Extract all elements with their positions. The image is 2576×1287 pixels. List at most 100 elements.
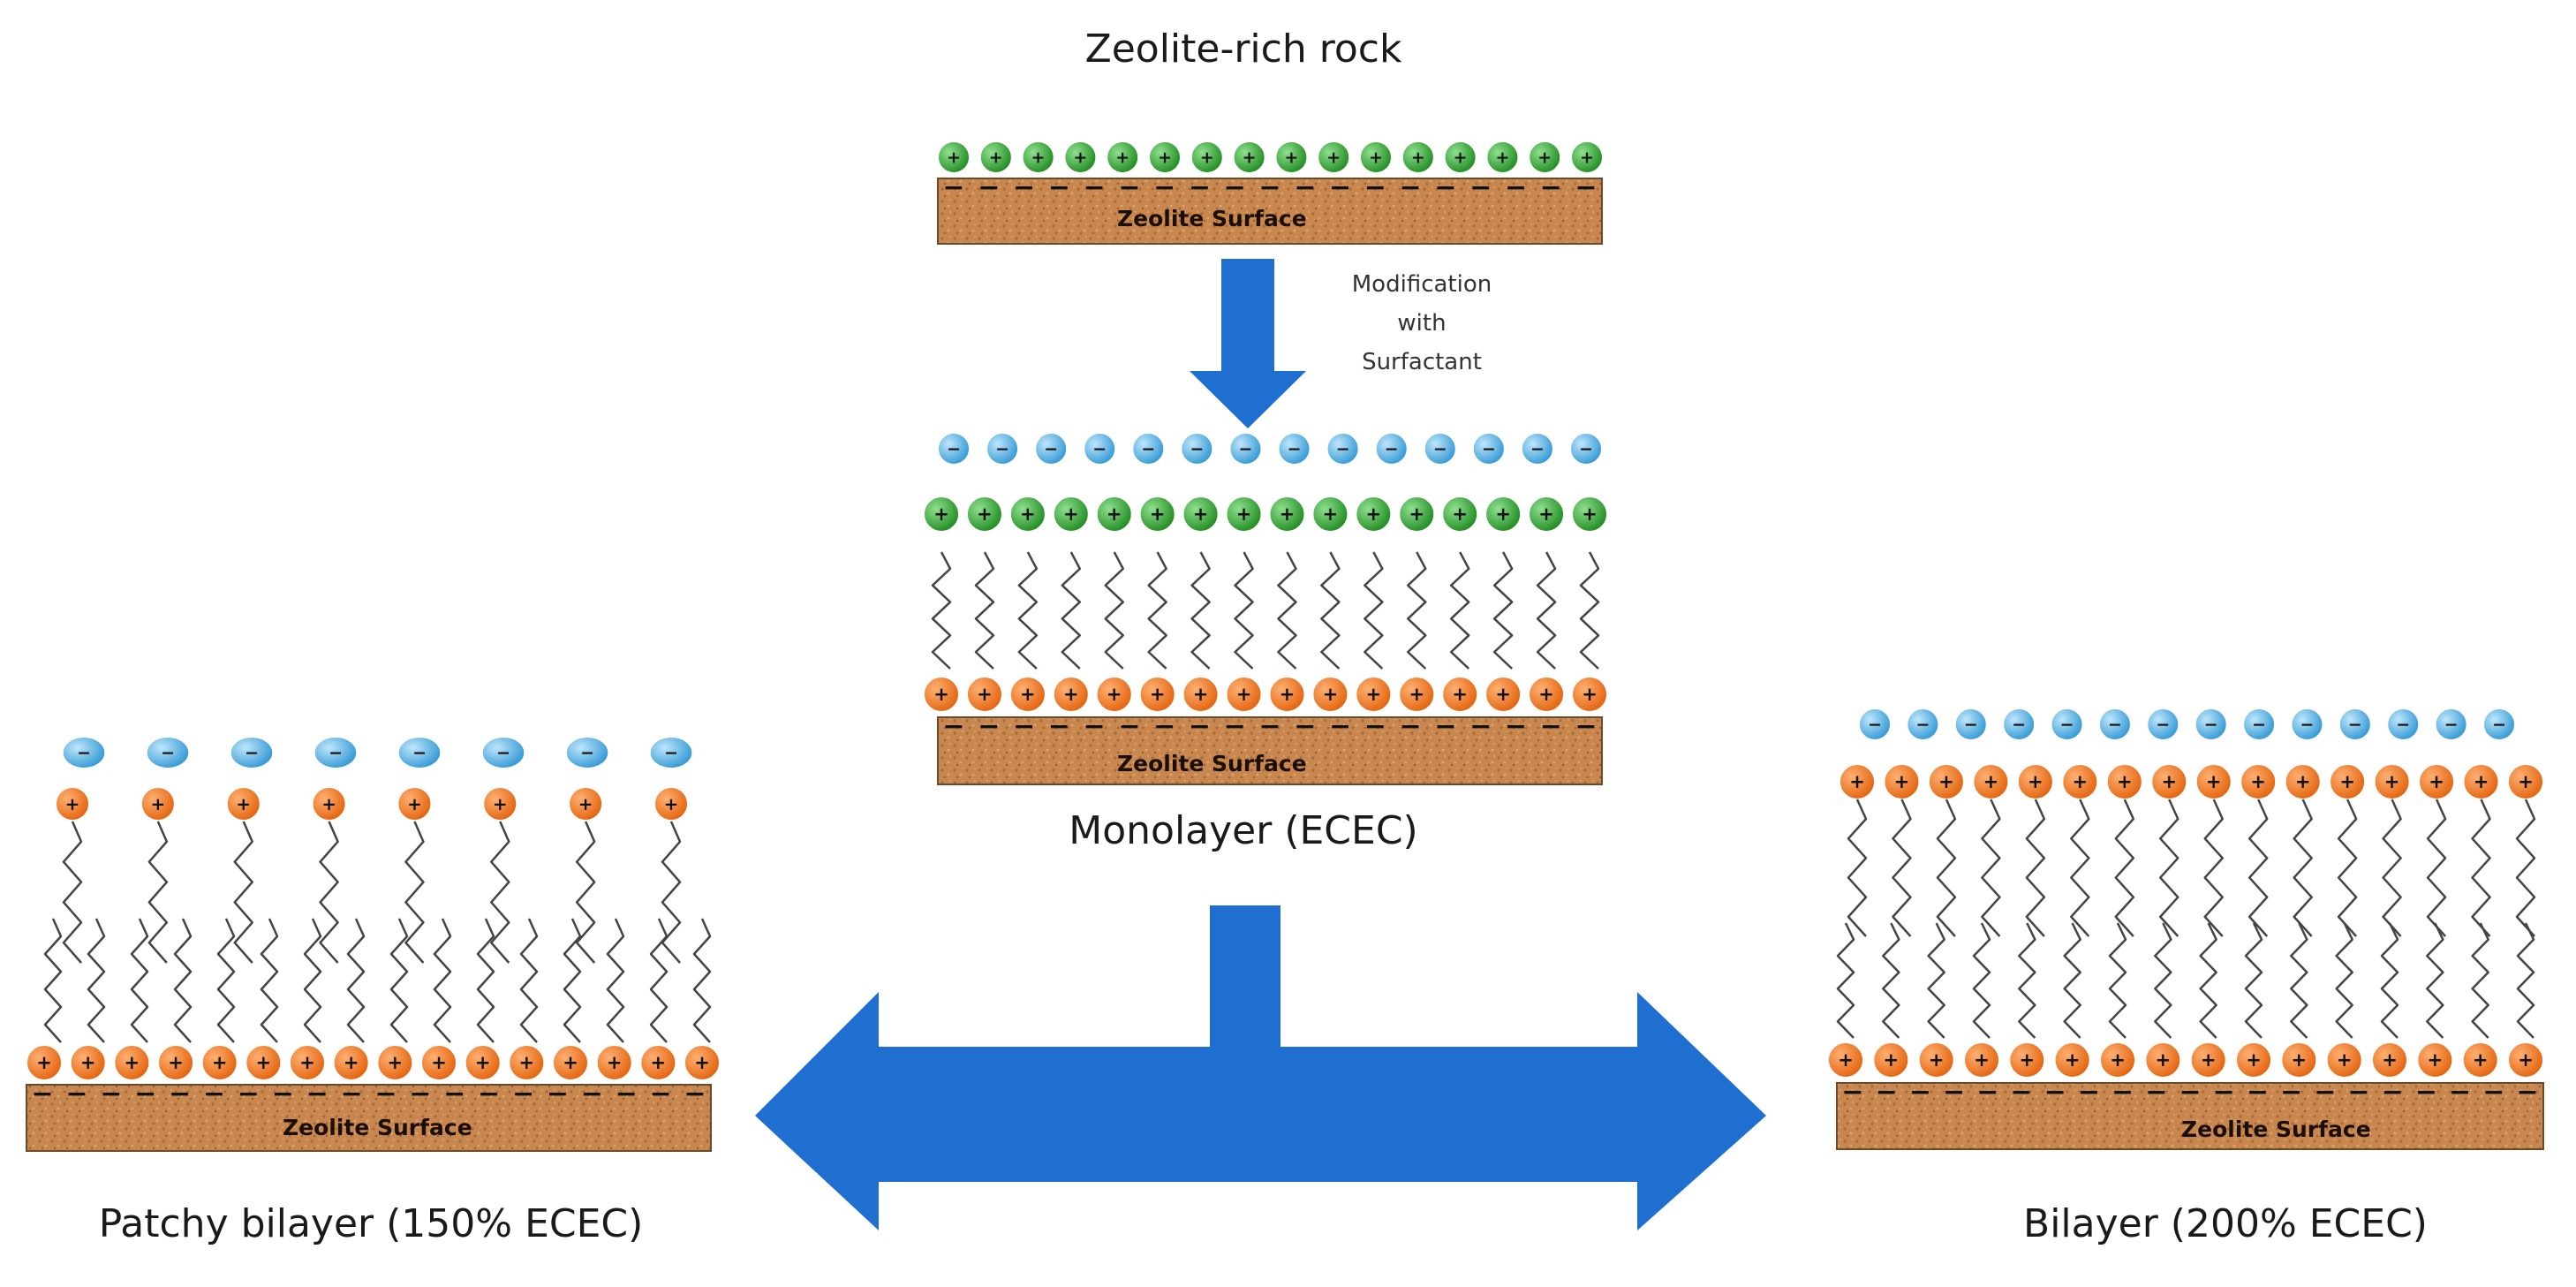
negative-charge: − <box>1575 172 1597 203</box>
anion <box>1906 708 1940 741</box>
anion-sign: − <box>2396 715 2410 734</box>
negative-charge: − <box>374 1079 397 1109</box>
anion-sign: − <box>1385 439 1399 458</box>
anion <box>1083 432 1117 466</box>
negative-charge: − <box>2145 1077 2167 1108</box>
surfactant-tail <box>575 821 596 964</box>
surfactant-head-sign: + <box>1974 1049 1990 1071</box>
negative-charge: − <box>1505 711 1527 742</box>
zeolite-surface <box>26 1084 712 1152</box>
surfactant-head <box>225 786 261 821</box>
exchangeable-cation-sign: + <box>1411 148 1425 167</box>
surfactant-head-sign: + <box>1929 1049 1945 1071</box>
exchangeable-cation-sign: + <box>1580 148 1594 167</box>
exchangeable-cation-sign: + <box>1031 148 1046 167</box>
surfactant-tail <box>2203 799 2224 937</box>
anion-sign: − <box>995 439 1009 458</box>
negative-charge: − <box>1540 172 1562 203</box>
negative-charge: − <box>1976 1077 1998 1108</box>
exchangeable-cation <box>923 496 960 533</box>
surfactant-tail <box>1892 799 1912 937</box>
anion <box>313 736 359 769</box>
negative-charge: − <box>1841 1077 1863 1108</box>
surfactant-tail <box>389 918 409 1043</box>
anion-sign: − <box>2444 715 2459 734</box>
surfactant-head <box>595 1044 633 1081</box>
surfactant-tail <box>2063 922 2081 1039</box>
surfactant-head <box>639 1044 677 1081</box>
anion <box>564 736 610 769</box>
surfactant-head <box>245 1044 283 1081</box>
negative-charge: − <box>1364 711 1386 742</box>
surfactant-tail <box>2335 922 2353 1039</box>
surfactant-head <box>508 1044 546 1081</box>
negative-charge: − <box>409 1079 431 1109</box>
negative-charge: − <box>2482 1077 2504 1108</box>
negative-charge: − <box>2314 1077 2336 1108</box>
surfactant-head-sign: + <box>1150 684 1166 705</box>
anion-sign: − <box>1239 439 1253 458</box>
anion-sign: − <box>1530 439 1545 458</box>
surfactant-head <box>332 1044 370 1081</box>
surfactant-head-sign: + <box>607 1052 623 1073</box>
surfactant-head-sign: + <box>1409 684 1424 705</box>
monolayer-caption: Monolayer (ECEC) <box>1069 808 1418 853</box>
surfactant-tail <box>2114 799 2135 937</box>
negative-charge: − <box>1434 711 1456 742</box>
surfactant-head-sign: + <box>36 1052 52 1073</box>
anion-sign: − <box>412 743 427 762</box>
anion <box>1180 432 1214 466</box>
surfactant-tail <box>1847 799 1868 937</box>
negative-charge: − <box>2449 1077 2471 1108</box>
surfactant-head-sign: + <box>694 1052 710 1073</box>
surfactant-tail <box>303 918 322 1043</box>
exchangeable-cation <box>1401 140 1435 174</box>
exchangeable-cation-sign: + <box>1236 503 1252 525</box>
anion-sign: − <box>580 743 594 762</box>
surfactant-tail <box>931 551 952 670</box>
negative-charge: − <box>1294 172 1316 203</box>
surfactant-head <box>2461 1041 2499 1079</box>
exchangeable-cation-sign: + <box>1582 503 1598 525</box>
surfactant-head <box>568 786 604 821</box>
exchangeable-cation-sign: + <box>1495 148 1509 167</box>
surfactant-tail <box>1981 799 2001 937</box>
negative-charge: − <box>1909 1077 1931 1108</box>
modification-label: Modification with Surfactant <box>1325 265 1519 382</box>
surfactant-head <box>2507 1041 2544 1079</box>
exchangeable-cation-sign: + <box>1284 148 1298 167</box>
surfactant-head-sign: + <box>2161 771 2177 792</box>
surfactant-head-sign: + <box>519 1052 535 1073</box>
surfactant-tail <box>1836 922 1855 1039</box>
anion-sign: − <box>1482 439 1496 458</box>
surfactant-tail <box>1190 551 1211 670</box>
surfactant-head <box>684 1044 721 1081</box>
surfactant-tail <box>346 918 366 1043</box>
surfactant-head <box>289 1044 326 1081</box>
negative-charge: − <box>978 172 1000 203</box>
exchangeable-cation <box>937 140 971 174</box>
surfactant-head-sign: + <box>299 1052 315 1073</box>
surfactant-tail <box>1579 551 1600 670</box>
exchangeable-cation-sign: + <box>1193 503 1209 525</box>
negative-charge: − <box>2179 1077 2201 1108</box>
anion <box>1520 432 1554 466</box>
surfactant-head <box>482 786 518 821</box>
surfactant-head <box>1268 676 1306 713</box>
surfactant-head <box>2053 1041 2091 1079</box>
exchangeable-cation <box>1398 496 1436 533</box>
negative-charge: − <box>1400 711 1422 742</box>
surfactant-tail <box>2199 922 2217 1039</box>
exchangeable-cation-sign: + <box>1537 148 1552 167</box>
surfactant-tail <box>2471 799 2491 937</box>
surfactant-tail <box>1234 551 1254 670</box>
anion <box>2482 708 2516 741</box>
surfactant-tail <box>1320 551 1341 670</box>
surfactant-head-sign: + <box>2428 1049 2444 1071</box>
surfactant-tail <box>216 918 236 1043</box>
surfactant-head <box>26 1044 63 1081</box>
surfactant-head <box>1827 1041 1864 1079</box>
surfactant-head-sign: + <box>125 1052 140 1073</box>
negative-charge: − <box>1189 711 1211 742</box>
